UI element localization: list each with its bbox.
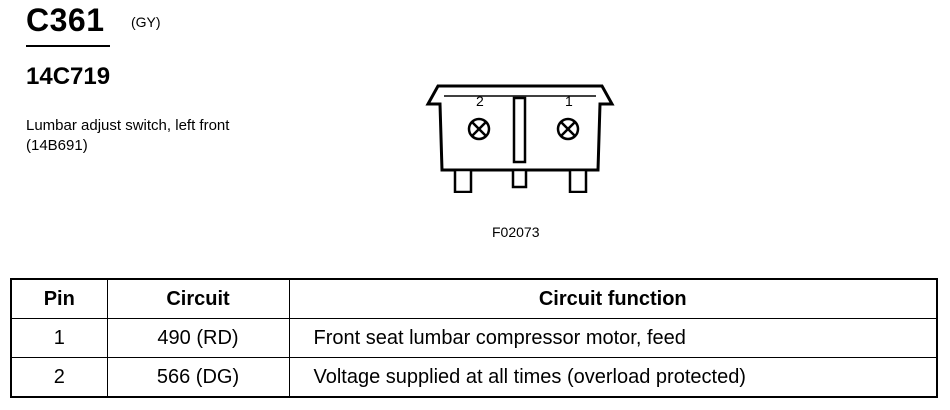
circuit-cell: 490 (RD) [106, 318, 290, 358]
table-row: 2 566 (DG) Voltage supplied at all times… [10, 357, 938, 398]
function-cell: Voltage supplied at all times (overload … [288, 357, 938, 398]
pin-2-terminal [467, 117, 491, 141]
left-leg [453, 168, 473, 193]
circuit-cell: 566 (DG) [106, 357, 290, 398]
header-circuit-function: Circuit function [288, 278, 938, 319]
pin-cell: 2 [10, 357, 108, 398]
pin-cell: 1 [10, 318, 108, 358]
pinout-table: Pin Circuit Circuit function 1 490 (RD) … [10, 278, 938, 398]
connector-id-underline [26, 45, 110, 47]
part-number: 14C719 [26, 63, 111, 90]
pin-1-label: 1 [565, 93, 573, 109]
function-cell: Front seat lumbar compressor motor, feed [288, 318, 938, 358]
connector-id: C361 [26, 2, 105, 38]
polarising-key [512, 96, 527, 164]
table-header-row: Pin Circuit Circuit function [10, 278, 938, 319]
connector-diagram: 2 1 [425, 84, 615, 193]
table-row: 1 490 (RD) Front seat lumbar compressor … [10, 318, 938, 358]
pin-1-terminal [556, 117, 580, 141]
header-circuit: Circuit [106, 278, 290, 319]
centre-leg [511, 168, 528, 189]
description: Lumbar adjust switch, left front (14B691… [26, 116, 229, 156]
header-pin: Pin [10, 278, 108, 319]
description-line-1: Lumbar adjust switch, left front [26, 117, 230, 134]
right-leg [568, 168, 588, 193]
pin-2-label: 2 [476, 93, 484, 109]
figure-code: F02073 [492, 224, 540, 240]
color-code: (GY) [131, 14, 161, 30]
description-line-2: (14B691) [26, 137, 88, 154]
